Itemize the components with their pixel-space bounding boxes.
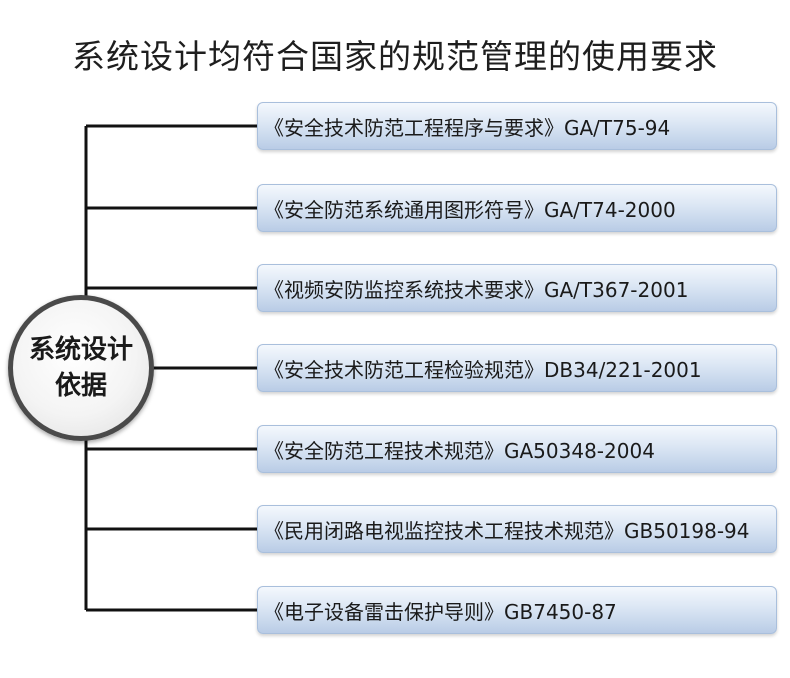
hub-label-line1: 系统设计 [28,335,133,365]
standard-item-7: 《电子设备雷击保护导则》GB7450-87 [257,586,777,634]
standard-item-6: 《民用闭路电视监控技术工程技术规范》GB50198-94 [257,505,777,553]
hub-label-line2: 依据 [54,371,107,401]
standard-item-3: 《视频安防监控系统技术要求》GA/T367-2001 [257,264,777,312]
hub-circle: 系统设计 依据 [8,295,154,441]
standard-item-5: 《安全防范工程技术规范》GA50348-2004 [257,425,777,473]
standard-item-2: 《安全防范系统通用图形符号》GA/T74-2000 [257,184,777,232]
standard-item-1: 《安全技术防范工程程序与要求》GA/T75-94 [257,102,777,150]
standard-item-4: 《安全技术防范工程检验规范》DB34/221-2001 [257,344,777,392]
page-title: 系统设计均符合国家的规范管理的使用要求 [72,37,718,76]
